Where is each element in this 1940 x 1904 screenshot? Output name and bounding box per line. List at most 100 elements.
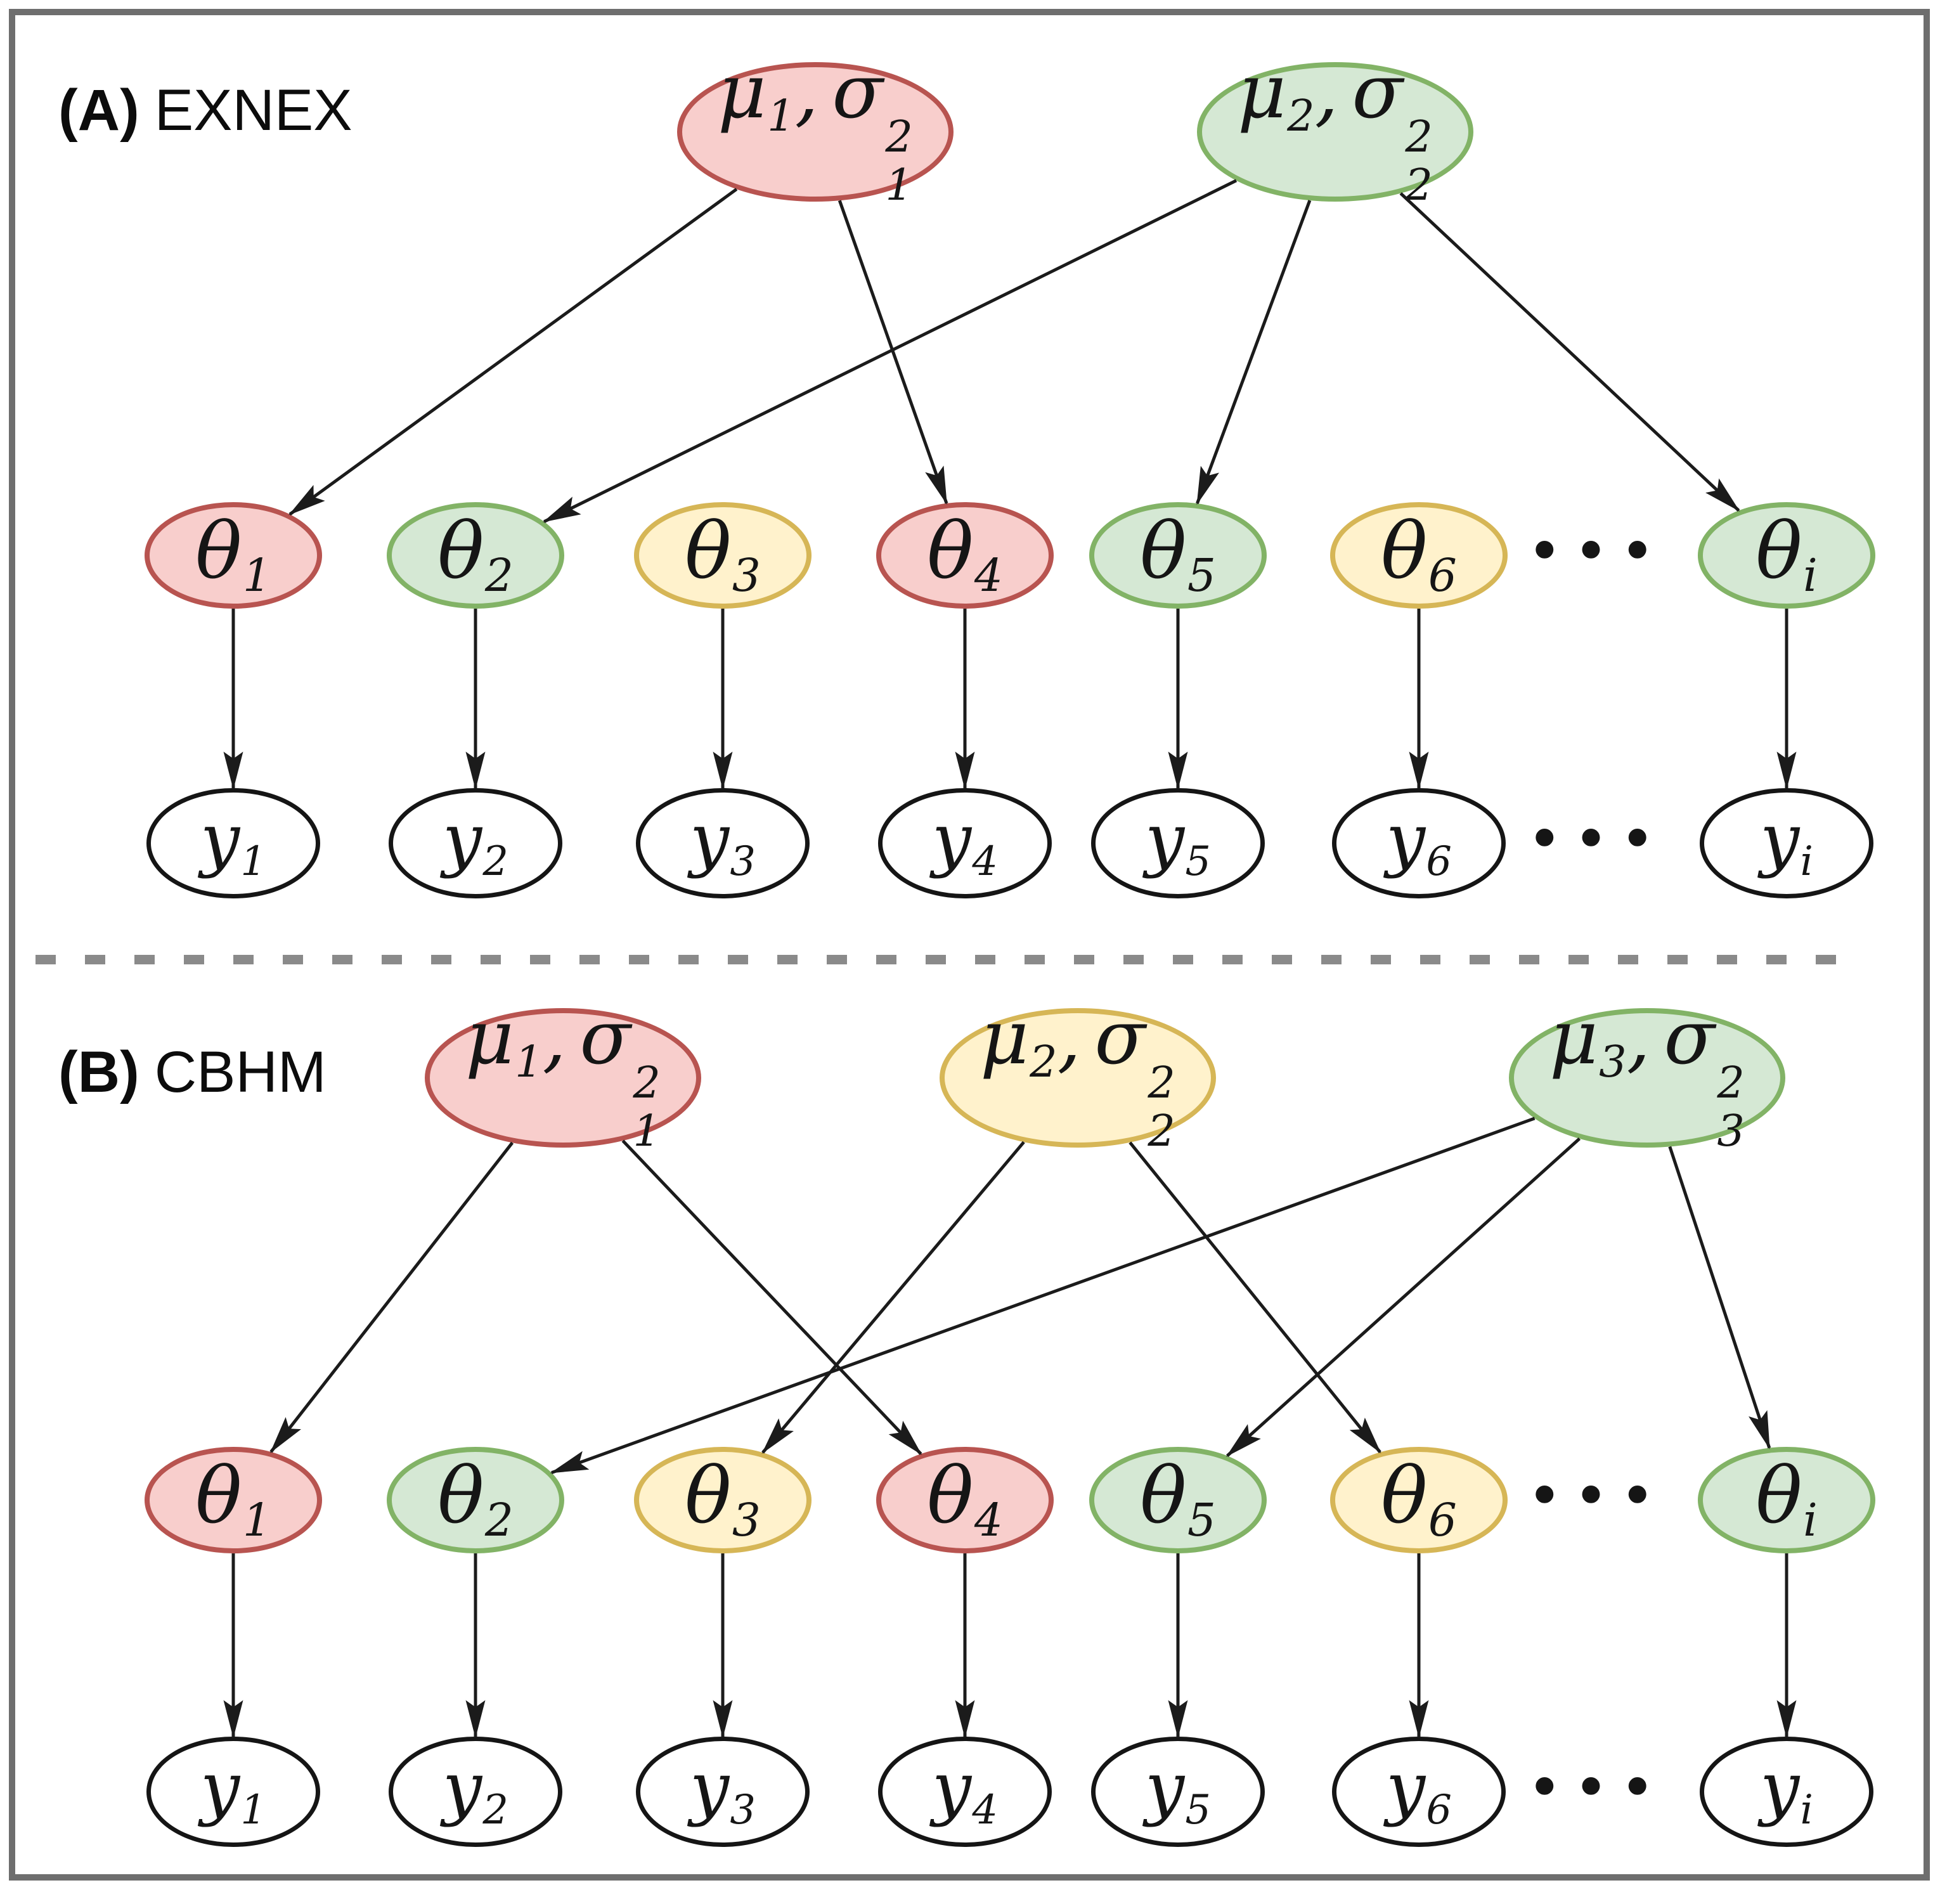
theta-node-label: θi	[1756, 1457, 1818, 1543]
label-text: 5	[1185, 1787, 1211, 1834]
node-B-y-2: y2	[389, 1737, 562, 1847]
label-text: 2	[1717, 1057, 1745, 1108]
y-node-label: y4	[932, 1752, 998, 1831]
label-text: 2	[1405, 160, 1433, 211]
theta-node-label: θ3	[685, 1457, 761, 1543]
label-text: ,	[1626, 994, 1651, 1082]
node-A-y-4: y4	[878, 788, 1052, 898]
label-text: 2	[484, 549, 514, 602]
theta-node-label: θ5	[1140, 512, 1216, 599]
y-node-label: y2	[443, 1752, 508, 1831]
label-text: μ	[1238, 48, 1286, 136]
panel-A-tag: (A)	[58, 78, 139, 143]
theta-node-label: θ1	[195, 1457, 271, 1543]
label-text: 3	[732, 1494, 761, 1547]
label-text: 1	[242, 549, 271, 602]
label-text: y	[1760, 798, 1800, 880]
node-A-theta-1: θ1	[145, 502, 322, 609]
label-text: 2	[484, 1494, 514, 1547]
node-B-theta-3: θ3	[634, 1447, 812, 1553]
node-A-theta-i: θi	[1698, 502, 1875, 609]
label-text: 1	[240, 838, 266, 886]
node-A-y-5: y5	[1091, 788, 1265, 898]
label-text: y	[1144, 798, 1185, 880]
figure-frame	[9, 9, 1930, 1881]
theta-node-label: θ6	[1381, 1457, 1457, 1543]
label-text: 2	[633, 1057, 661, 1108]
node-A-y-3: y3	[636, 788, 810, 898]
label-text: 2	[1030, 1036, 1057, 1087]
node-B-y-5: y5	[1091, 1737, 1265, 1847]
label-text: i	[1803, 549, 1818, 602]
node-A-y-6: y6	[1332, 788, 1506, 898]
label-text: θ	[1381, 1451, 1428, 1541]
label-text: θ	[195, 1451, 242, 1541]
label-text: θ	[685, 506, 732, 596]
label-text: y	[200, 1747, 240, 1829]
label-text: 1	[767, 90, 795, 141]
y-node-label: y5	[1145, 804, 1211, 883]
theta-node-label: θi	[1756, 512, 1818, 599]
label-text: 2	[1287, 90, 1315, 141]
label-text: θ	[1756, 1451, 1802, 1541]
label-text: y	[689, 798, 730, 880]
node-B-theta-6: θ6	[1330, 1447, 1508, 1553]
label-text: ,	[542, 994, 567, 1082]
ellipsis-dots-A-theta-row: ···	[1528, 494, 1667, 606]
theta-node-label: θ2	[437, 512, 514, 599]
theta-node-label: θ6	[1381, 512, 1457, 599]
label-text: θ	[195, 506, 242, 596]
label-text: 6	[1426, 838, 1452, 886]
panel-A-label: (A)EXNEX	[58, 81, 352, 139]
label-text: 2	[1148, 1106, 1175, 1157]
label-text: θ	[1381, 506, 1428, 596]
node-A-y-i: yi	[1700, 788, 1873, 898]
label-text: 5	[1187, 549, 1216, 602]
label-text: 2	[1148, 1057, 1175, 1108]
label-text: i	[1800, 838, 1813, 886]
label-text: 2	[1405, 111, 1433, 162]
y-node-label: y6	[1386, 1752, 1452, 1831]
label-text: 3	[1717, 1106, 1745, 1157]
label-text: 4	[974, 1494, 1003, 1547]
label-text: μ	[718, 48, 766, 136]
theta-node-label: θ2	[437, 1457, 514, 1543]
label-text: 2	[482, 1787, 508, 1834]
label-text: 5	[1185, 838, 1211, 886]
label-text: σ	[1352, 48, 1403, 136]
y-node-label: y3	[690, 804, 756, 883]
panel-A-name: EXNEX	[154, 78, 352, 143]
label-text: y	[1760, 1747, 1800, 1829]
label-text: θ	[927, 506, 974, 596]
label-text: 1	[515, 1036, 543, 1087]
label-text: i	[1800, 1787, 1813, 1834]
node-A-y-1: y1	[146, 788, 320, 898]
node-B-theta-5: θ5	[1089, 1447, 1267, 1553]
label-text: θ	[1140, 1451, 1187, 1541]
label-text: θ	[437, 506, 484, 596]
panel-B-name: CBHM	[154, 1040, 327, 1104]
node-A-theta-4: θ4	[876, 502, 1054, 609]
y-node-label: y2	[443, 804, 508, 883]
node-B-y-3: y3	[636, 1737, 810, 1847]
panel-B-label: (B)CBHM	[58, 1043, 327, 1101]
label-text: y	[442, 798, 482, 880]
label-text: 1	[242, 1494, 271, 1547]
label-text: 3	[730, 838, 756, 886]
theta-node-label: θ3	[685, 512, 761, 599]
label-text: y	[442, 1747, 482, 1829]
y-node-label: yi	[1760, 1752, 1813, 1831]
y-node-label: y1	[200, 804, 266, 883]
ellipsis-dots-B-y-row: ···	[1528, 1730, 1667, 1842]
node-A-theta-5: θ5	[1089, 502, 1267, 609]
node-B-y-1: y1	[146, 1737, 320, 1847]
